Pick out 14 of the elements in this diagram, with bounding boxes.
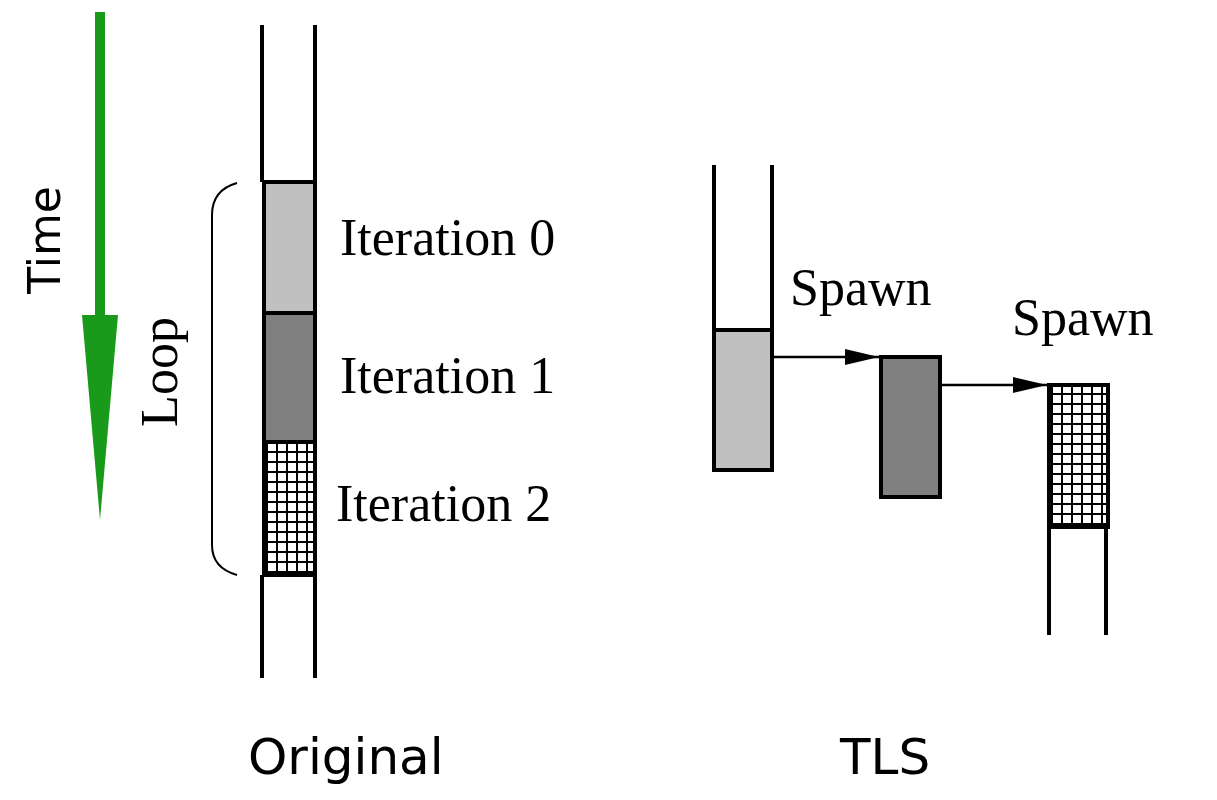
iteration-block (1047, 383, 1110, 529)
iteration-block (712, 328, 774, 472)
arrow (774, 349, 879, 365)
iteration-block (879, 355, 942, 499)
arrow (942, 377, 1047, 393)
edge-label: Spawn (790, 262, 932, 314)
text-label: Original (248, 732, 444, 782)
iteration-label: Iteration 0 (340, 212, 556, 264)
iteration-label: Iteration 2 (336, 478, 552, 530)
text-label: TLS (840, 732, 931, 782)
iteration-label: Iteration 1 (340, 350, 556, 402)
text-label: Time (22, 186, 67, 294)
text-label: Loop (133, 317, 186, 427)
edge-label: Spawn (1012, 292, 1154, 344)
